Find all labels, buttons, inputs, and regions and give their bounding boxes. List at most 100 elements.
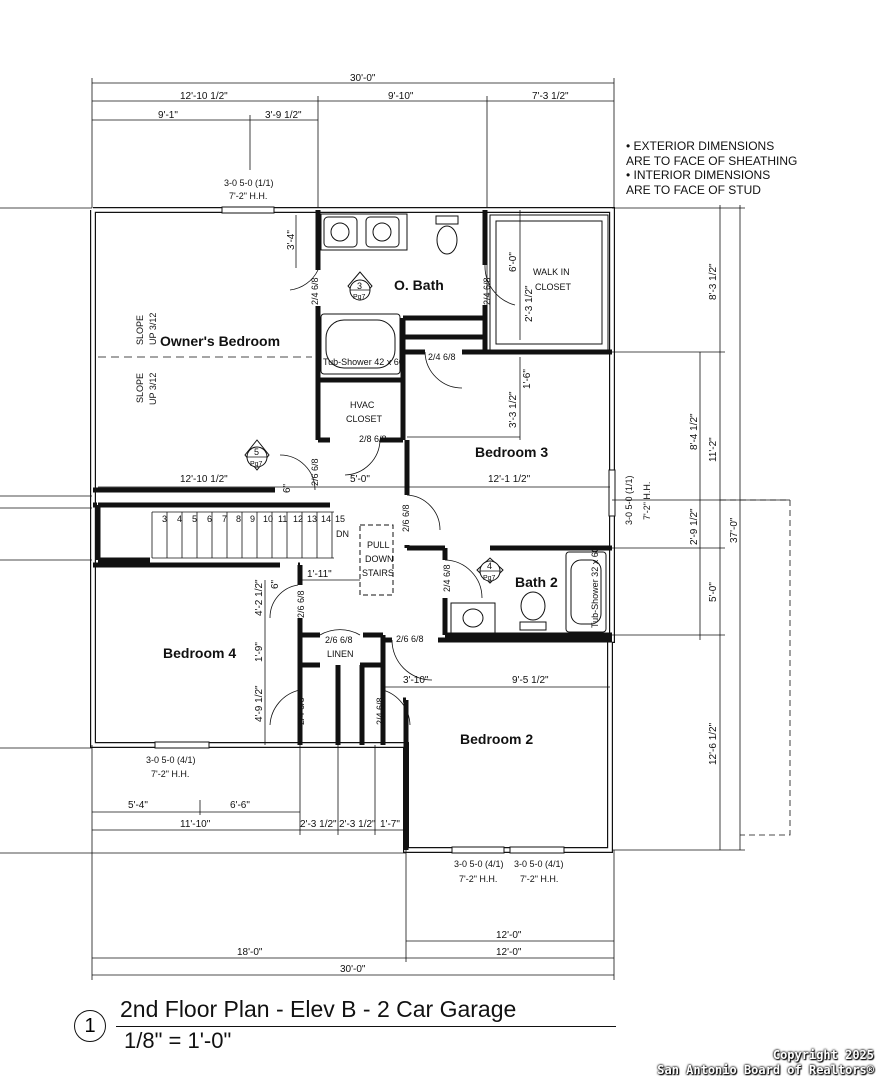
tag-5-page: Pg7 [250,461,263,468]
stair-num: 12 [293,514,303,524]
pull-down-2: DOWN [365,554,394,564]
dim-lower-d: 2'-3 1/2" [300,819,337,830]
pull-down-1: PULL [367,540,390,550]
door-obath-left: 2/4 6/8 [310,277,320,305]
drawing-number: 1 [74,1010,106,1042]
dim-top-b: 9'-10" [388,91,414,102]
dim-right-f: 12'-6 1/2" [708,722,719,765]
dim-top-a: 12'-10 1/2" [180,91,228,102]
section-tag-5: 5 Pg7 [244,439,270,471]
room-walk-in-1: WALK IN [533,267,570,277]
window-top-label-1: 3-0 5-0 (1/1) [224,178,274,188]
dim-owner-width: 12'-10 1/2" [180,474,228,485]
door-swings [269,264,516,726]
stair-num: 8 [236,514,241,524]
dim-lower-b: 6'-6" [230,800,250,811]
dim-b2-9-5: 9'-5 1/2" [512,675,549,686]
dim-bottom-a: 18'-0" [237,947,263,958]
section-tag-4: 4 Pg7 [476,557,504,584]
dim-obath-3-4: 3'-4" [286,230,297,250]
copyright-line: San Antonio Board of Realtors® [657,1063,874,1077]
dim-hall-1-11: 1'-11" [307,569,332,580]
dim-b3-1-6: 1'-6" [522,369,533,389]
door-b2: 2/6 6/8 [396,634,424,644]
tag-3-num: 3 [357,281,362,291]
dim-b3-width: 12'-1 1/2" [488,474,531,485]
window-top-label-2: 7'-2" H.H. [229,191,267,201]
section-tag-3: 3 Pg7 [347,271,373,301]
dim-hall-5-0: 5'-0" [350,474,370,485]
copyright-watermark: Copyright 2025 San Antonio Board of Real… [657,1048,874,1078]
top-dimensions [91,78,615,310]
note-line: • INTERIOR DIMENSIONS [626,168,771,182]
window-b2b-label-1: 3-0 5-0 (4/1) [514,859,564,869]
window-right-label-1: 3-0 5-0 (1/1) [624,475,634,525]
door-hvac: 2/8 6/8 [359,434,387,444]
dim-lower-a: 5'-4" [128,800,148,811]
stair-num: 6 [207,514,212,524]
door-closet-a: 2/4 6/8 [296,697,306,725]
drawing-scale: 1/8" = 1'-0" [124,1028,232,1053]
room-bedroom-2: Bedroom 2 [460,731,533,747]
note-line: • EXTERIOR DIMENSIONS [626,139,775,153]
pull-down-3: STAIRS [362,568,394,578]
dim-top-c: 7'-3 1/2" [532,91,569,102]
dim-lower-f: 1'-7" [380,819,400,830]
stair-num: 7 [222,514,227,524]
dim-right-c: 11'-2" [708,437,719,462]
right-dimensions [612,205,791,851]
windows [154,206,616,854]
drawing-title: 2nd Floor Plan - Elev B - 2 Car Garage [120,996,517,1022]
dim-lower-e: 2'-3 1/2" [339,819,376,830]
fixtures [320,213,609,634]
stair-num: 3 [162,514,167,524]
dim-b3-3-3: 3'-3 1/2" [508,391,519,428]
window-b2b-label-2: 7'-2" H.H. [520,874,558,884]
dim-lower-c: 11'-10" [180,819,211,830]
dim-b4-6: 6" [270,579,281,589]
dim-b4-4-9: 4'-9 1/2" [254,685,265,722]
room-walk-in-2: CLOSET [535,282,572,292]
slope-2b: UP 3/12 [148,373,158,405]
stair-num: 14 [321,514,331,524]
dim-b4-1-9: 1'-9" [254,642,265,662]
dimension-notes: • EXTERIOR DIMENSIONS ARE TO FACE OF SHE… [626,139,797,197]
tag-4-num: 4 [487,561,492,571]
room-bedroom-3: Bedroom 3 [475,444,548,460]
door-b4: 2/6 6/8 [296,590,306,618]
window-b2a-label-2: 7'-2" H.H. [459,874,497,884]
door-linen: 2/6 6/8 [325,635,353,645]
slope-2a: SLOPE [135,373,145,403]
copyright-line: Copyright 2025 [772,1048,874,1062]
note-line: ARE TO FACE OF SHEATHING [626,153,798,168]
door-b3-top: 2/4 6/8 [428,352,456,362]
dim-top-d: 9'-1" [158,110,178,121]
dim-right-overall: 37'-0" [729,517,740,543]
dim-right-d: 2'-9 1/2" [689,508,700,545]
door-closet-b: 2/4 6/8 [375,697,385,725]
dim-b4-4-2: 4'-2 1/2" [254,579,265,616]
door-owner: 2/6 6/8 [310,458,320,486]
tag-5-num: 5 [254,447,259,457]
stairs-dn-label: DN [336,529,349,539]
room-hvac-1: HVAC [350,400,375,410]
dim-wic-2-3: 2'-3 1/2" [524,285,535,322]
stair-num: 13 [307,514,317,524]
room-o-bath: O. Bath [394,277,444,293]
dim-top-e: 3'-9 1/2" [265,110,302,121]
tub-shower-owner: Tub-Shower 42 x 60 [323,357,404,367]
interior-dim-lines [98,210,610,688]
slope-1b: UP 3/12 [148,313,158,345]
dim-right-e: 5'-0" [708,582,719,602]
tag-4-page: Pg7 [483,575,496,582]
tub-shower-bath2: Tub-Shower 32 x 60 [590,547,600,628]
room-linen: LINEN [327,649,354,659]
dim-wic-6-0: 6'-0" [508,252,519,272]
door-bath2: 2/4 6/8 [442,564,452,592]
dim-bottom-b: 12'-0" [496,947,522,958]
staircase [151,511,334,559]
tag-3-page: Pg7 [353,294,366,301]
window-b2a-label-1: 3-0 5-0 (4/1) [454,859,504,869]
dim-right-b: 8'-4 1/2" [689,413,700,450]
